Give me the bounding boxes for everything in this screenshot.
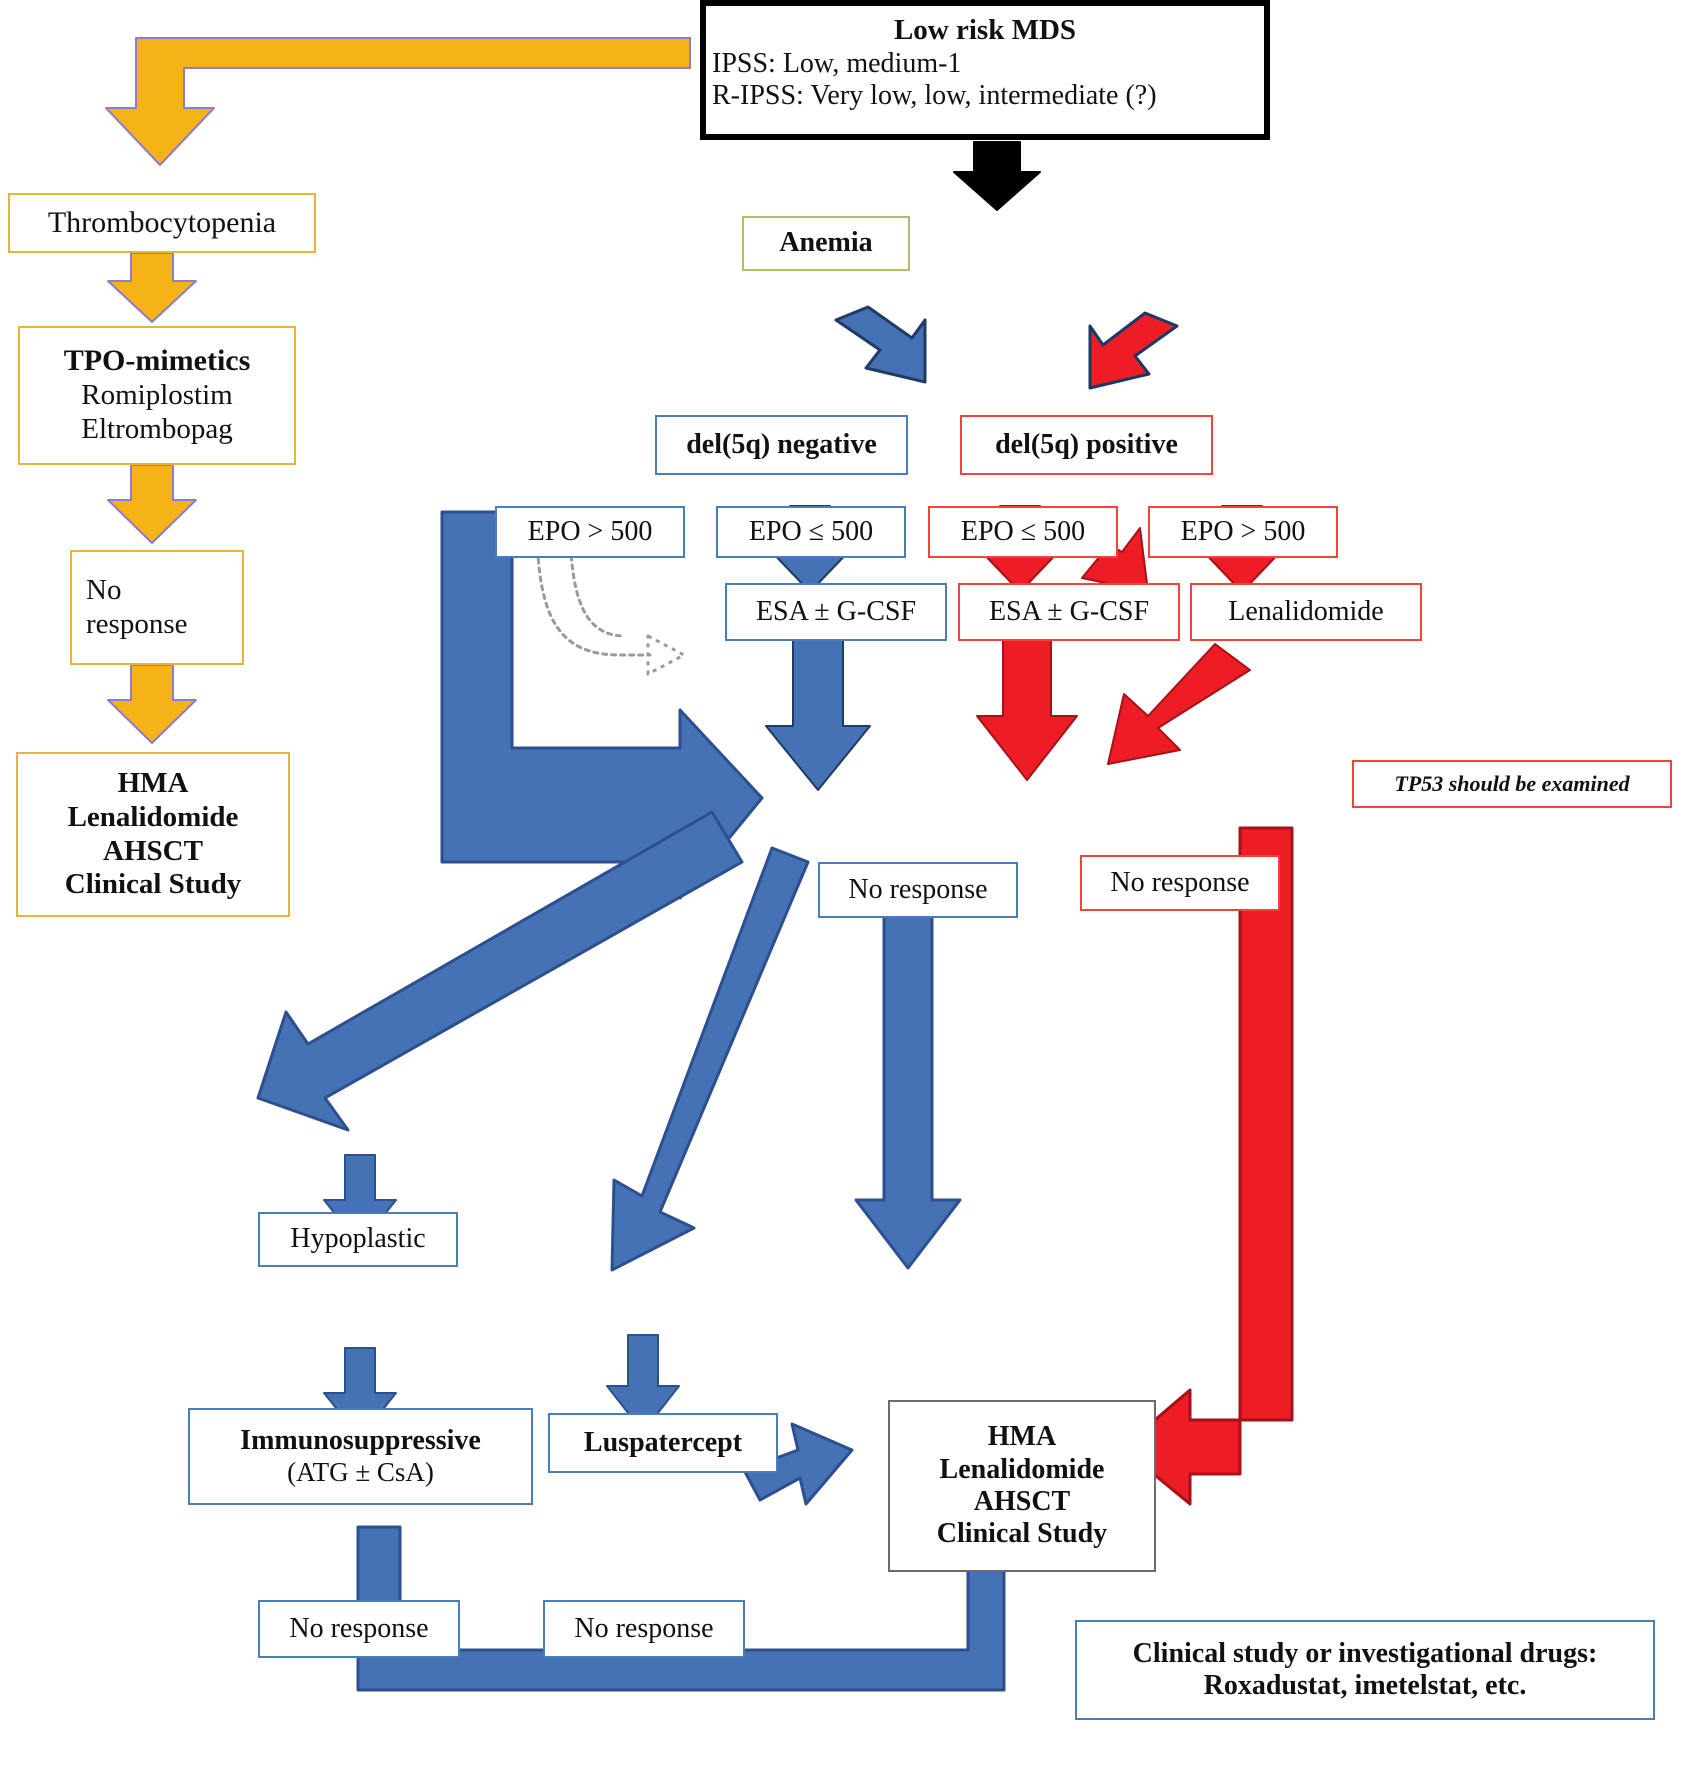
node-no-response-left: No response xyxy=(70,550,244,665)
arrow-thrombocytopenia-to-tpo xyxy=(107,252,197,323)
node-del5q-positive: del(5q) positive xyxy=(960,415,1213,475)
no-response-red-label: No response xyxy=(1110,866,1250,898)
node-esa-gcsf-blue: ESA ± G-CSF xyxy=(725,583,947,641)
epo-le500-red-label: EPO ≤ 500 xyxy=(960,515,1086,547)
tpo-mimetics-drug-1: Romiplostim xyxy=(81,379,233,412)
node-hma-left: HMA Lenalidomide AHSCT Clinical Study xyxy=(16,752,290,917)
tpo-mimetics-drug-2: Eltrombopag xyxy=(81,412,233,445)
node-anemia: Anemia xyxy=(742,216,910,271)
arrow-no-response-to-hypoplastic xyxy=(256,810,744,1132)
hma-left-line-3: AHSCT xyxy=(103,834,203,867)
arrow-no-response-to-luspatercept xyxy=(610,846,810,1272)
hma-center-line-2: Lenalidomide xyxy=(939,1453,1105,1485)
arrow-epo-gt500-blue-to-no-response xyxy=(440,510,764,900)
node-esa-gcsf-red: ESA ± G-CSF xyxy=(958,583,1180,641)
arrow-tpo-to-no-response xyxy=(107,464,197,544)
node-immunosuppressive: Immunosuppressive (ATG ± CsA) xyxy=(188,1408,533,1505)
lenalidomide-label: Lenalidomide xyxy=(1228,595,1384,627)
anemia-label: Anemia xyxy=(779,227,873,259)
epo-gt500-blue-label: EPO > 500 xyxy=(527,515,653,547)
arrow-anemia-to-del5q-positive xyxy=(1088,311,1179,390)
arrow-low-risk-to-thrombocytopenia xyxy=(105,37,691,166)
hypoplastic-label: Hypoplastic xyxy=(290,1223,426,1255)
no-response-blue-label: No response xyxy=(848,873,988,905)
hma-center-line-3: AHSCT xyxy=(973,1486,1071,1517)
arrow-no-response-to-hma-center xyxy=(854,878,962,1270)
immunosuppressive-line-1: Immunosuppressive xyxy=(240,1424,481,1456)
tpo-mimetics-title: TPO-mimetics xyxy=(63,344,251,378)
clinical-study-note-line-2: Roxadustat, imetelstat, etc. xyxy=(1203,1670,1527,1701)
epo-le500-blue-label: EPO ≤ 500 xyxy=(748,515,874,547)
clinical-study-note-line-1: Clinical study or investigational drugs: xyxy=(1132,1637,1598,1669)
del5q-positive-label: del(5q) positive xyxy=(995,428,1178,460)
thrombocytopenia-label: Thrombocytopenia xyxy=(47,205,277,239)
low-risk-mds-ipss: IPSS: Low, medium-1 xyxy=(712,47,962,79)
node-no-response-lus: No response xyxy=(543,1600,745,1658)
node-lenalidomide: Lenalidomide xyxy=(1190,583,1422,641)
node-low-risk-mds: Low risk MDS IPSS: Low, medium-1 R-IPSS:… xyxy=(700,0,1270,140)
node-hypoplastic: Hypoplastic xyxy=(258,1212,458,1267)
low-risk-mds-title: Low risk MDS xyxy=(893,14,1077,46)
no-response-left-line-2: response xyxy=(86,607,188,640)
node-thrombocytopenia: Thrombocytopenia xyxy=(8,193,316,253)
node-luspatercept: Luspatercept xyxy=(548,1413,778,1473)
no-response-iso-label: No response xyxy=(289,1612,429,1644)
hma-left-line-1: HMA xyxy=(117,767,189,800)
no-response-lus-label: No response xyxy=(574,1612,714,1644)
arrow-esa-red-to-no-response-red xyxy=(976,639,1078,781)
arrow-lenalidomide-to-no-response-red xyxy=(1107,643,1251,765)
node-tp53-note: TP53 should be examined xyxy=(1352,760,1672,808)
hma-left-line-4: Clinical Study xyxy=(64,868,242,901)
hma-center-line-4: Clinical Study xyxy=(936,1518,1108,1550)
arrow-esa-blue-to-no-response xyxy=(765,639,871,791)
luspatercept-label: Luspatercept xyxy=(583,1426,743,1458)
esa-gcsf-blue-label: ESA ± G-CSF xyxy=(755,595,917,627)
del5q-negative-label: del(5q) negative xyxy=(686,428,877,460)
node-epo-le500-blue: EPO ≤ 500 xyxy=(716,506,906,558)
low-risk-mds-ripss: R-IPSS: Very low, low, intermediate (?) xyxy=(712,80,1157,112)
arrow-anemia-to-del5q-negative xyxy=(834,305,927,384)
node-hma-center: HMA Lenalidomide AHSCT Clinical Study xyxy=(888,1400,1156,1572)
node-no-response-blue: No response xyxy=(818,862,1018,918)
tp53-note-label: TP53 should be examined xyxy=(1394,771,1630,797)
hma-left-line-2: Lenalidomide xyxy=(67,800,239,833)
hma-center-line-1: HMA xyxy=(987,1421,1057,1453)
immunosuppressive-line-2: (ATG ± CsA) xyxy=(287,1457,434,1488)
node-no-response-red: No response xyxy=(1080,855,1280,911)
node-no-response-iso: No response xyxy=(258,1600,460,1658)
node-epo-gt500-blue: EPO > 500 xyxy=(495,506,685,558)
node-clinical-study-note: Clinical study or investigational drugs:… xyxy=(1075,1620,1655,1720)
no-response-left-line-1: No xyxy=(86,573,122,606)
arrow-no-response-to-hma-left xyxy=(107,664,197,744)
node-tpo-mimetics: TPO-mimetics Romiplostim Eltrombopag xyxy=(18,326,296,465)
node-del5q-negative: del(5q) negative xyxy=(655,415,908,475)
node-epo-gt500-red: EPO > 500 xyxy=(1148,506,1338,558)
node-epo-le500-red: EPO ≤ 500 xyxy=(928,506,1118,558)
esa-gcsf-red-label: ESA ± G-CSF xyxy=(988,595,1150,627)
arrow-low-risk-to-anemia xyxy=(953,141,1041,211)
epo-gt500-red-label: EPO > 500 xyxy=(1180,515,1306,547)
